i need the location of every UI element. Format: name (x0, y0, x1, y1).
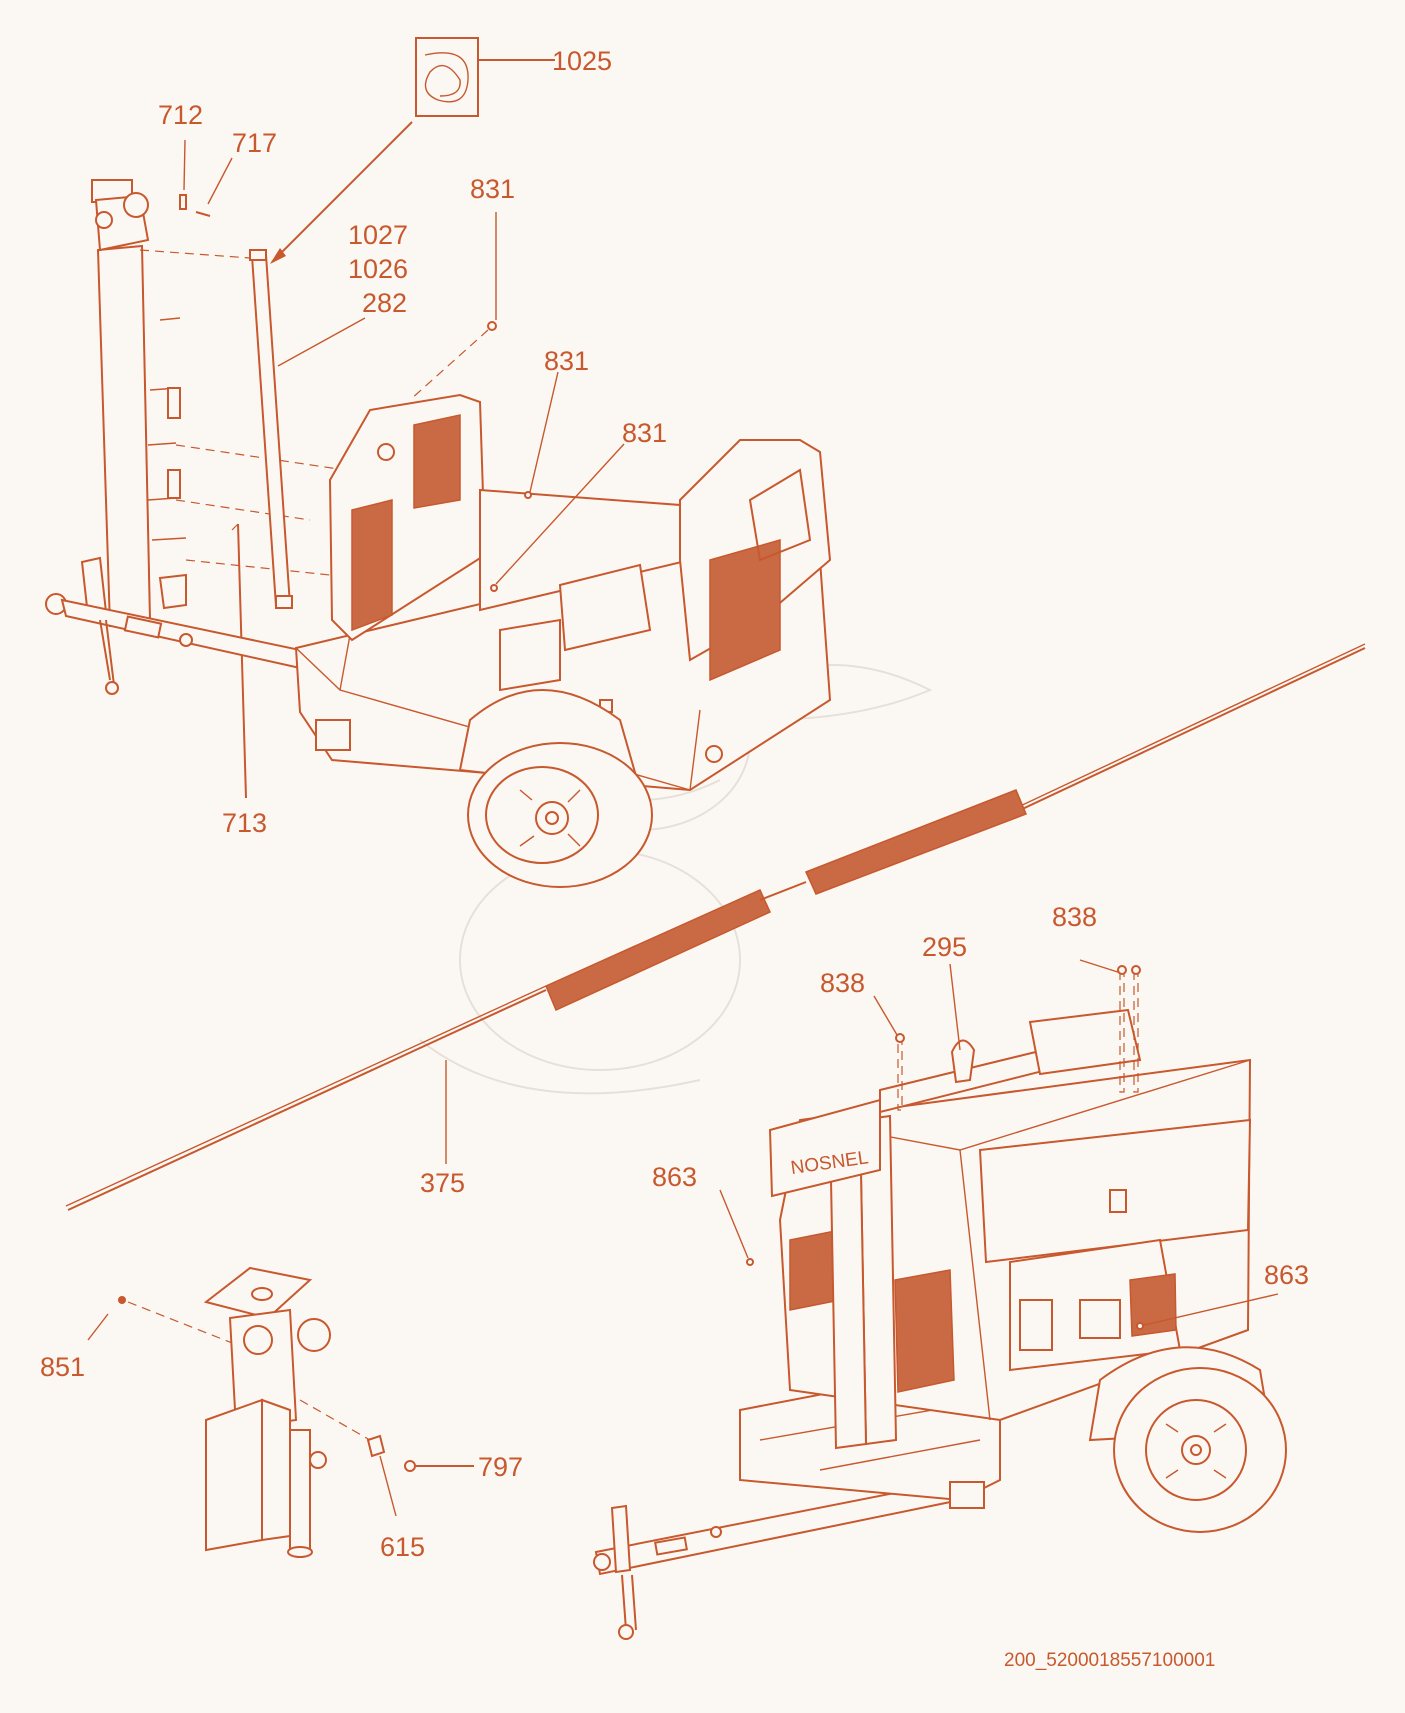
label-713: 713 (222, 808, 267, 838)
label-1026: 1026 (348, 254, 408, 284)
label-863-right: 863 (1264, 1260, 1309, 1290)
label-717: 717 (232, 128, 277, 158)
label-282: 282 (362, 288, 407, 318)
part-282-mast-tube (249, 249, 366, 609)
part-375-coiled-cable (65, 643, 1366, 1211)
hardware-leaders-right (719, 959, 1279, 1330)
light-tower-assembled: NOSNEL (593, 1008, 1287, 1640)
label-1027: 1027 (348, 220, 408, 250)
label-615: 615 (380, 1532, 425, 1562)
label-712: 712 (158, 100, 203, 130)
leaders-831 (409, 212, 625, 592)
label-295: 295 (922, 932, 967, 962)
label-831-middle: 831 (544, 346, 589, 376)
drawing-code: 200_5200018557100001 (1004, 1650, 1215, 1671)
label-838-left: 838 (820, 968, 865, 998)
mast-tower-left (91, 179, 187, 628)
mast-head-assembly (87, 1266, 474, 1558)
label-831-lower: 831 (622, 418, 667, 448)
label-831-top: 831 (470, 174, 515, 204)
part-717-clip (195, 157, 233, 217)
part-callout-labels: 1025 712 717 831 1027 1026 282 831 831 7… (40, 46, 1309, 1671)
part-712-pin (179, 139, 187, 210)
label-838-right: 838 (1052, 902, 1097, 932)
part-1025-manual-packet (270, 37, 555, 264)
label-375: 375 (420, 1168, 465, 1198)
label-1025: 1025 (552, 46, 612, 76)
trailer-left (45, 393, 832, 888)
label-851: 851 (40, 1352, 85, 1382)
label-797: 797 (478, 1452, 523, 1482)
label-863-left: 863 (652, 1162, 697, 1192)
part-713-rod (231, 523, 247, 799)
